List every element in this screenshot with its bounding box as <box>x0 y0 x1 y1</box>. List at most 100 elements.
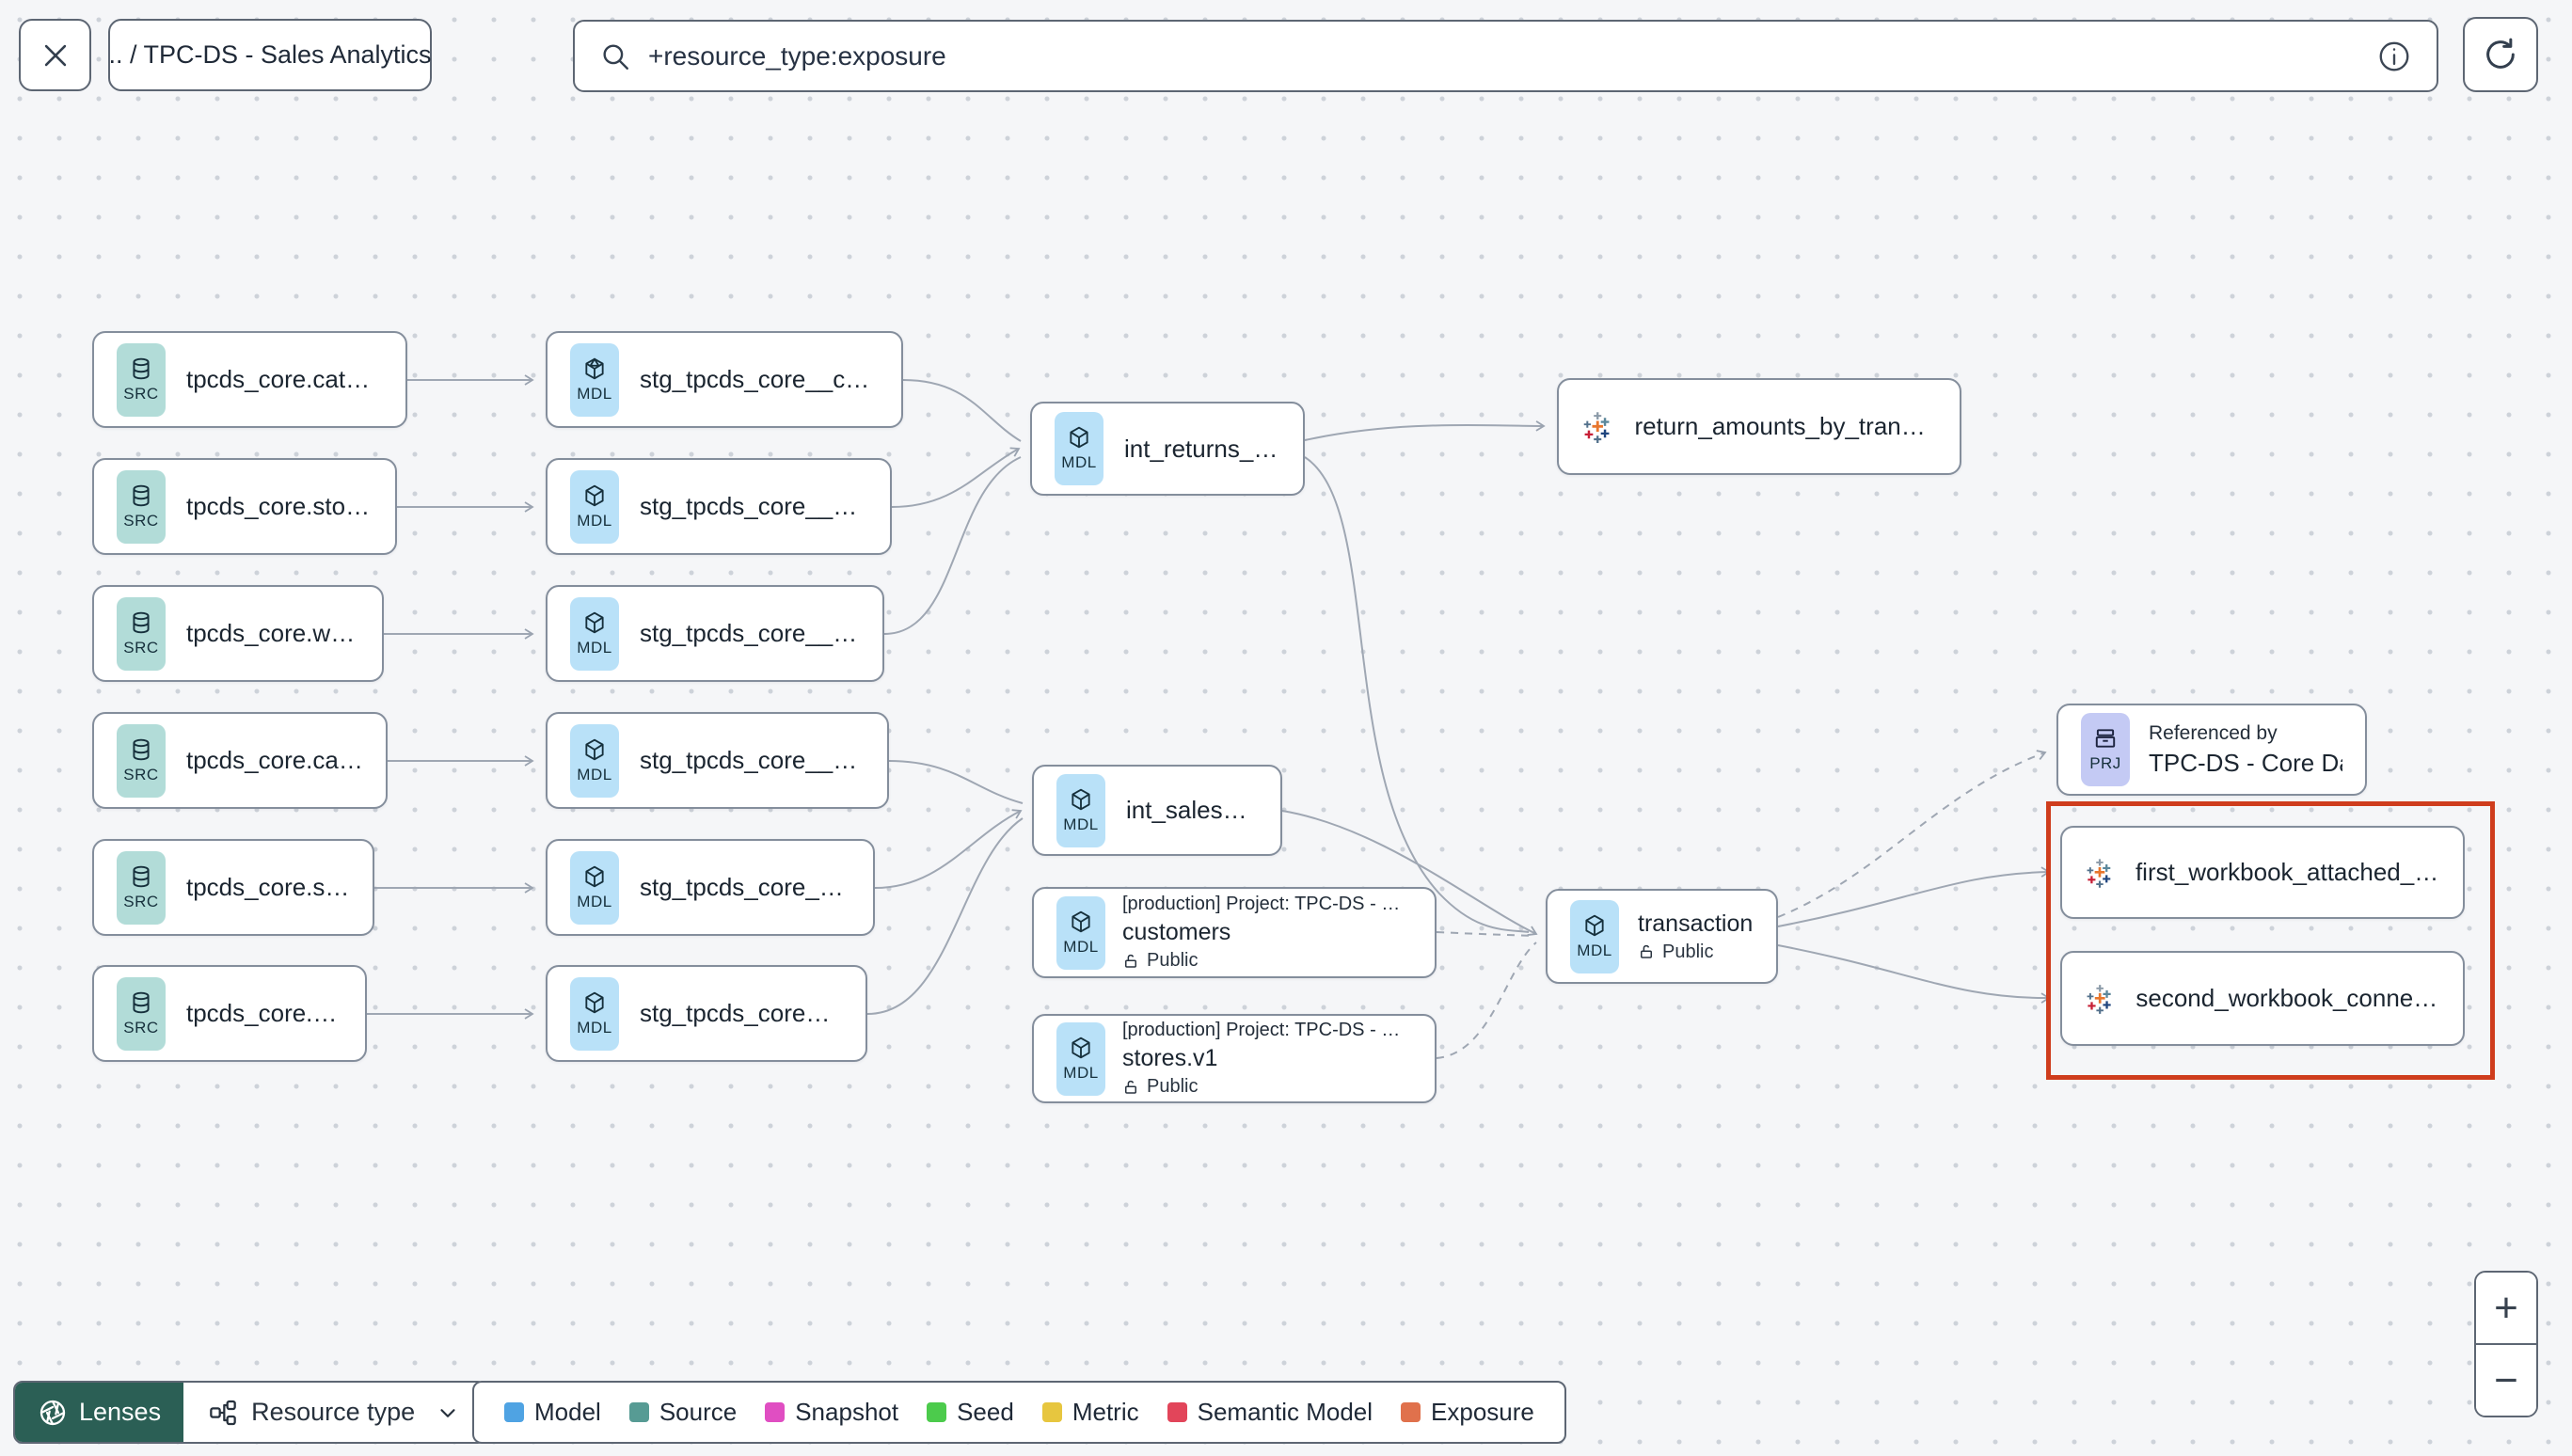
model-badge: MDL <box>1056 1021 1105 1096</box>
model-badge: MDL <box>570 469 619 544</box>
breadcrumb-label: .. / TPC-DS - Sales Analytics <box>108 40 432 69</box>
model-swatch <box>504 1402 524 1422</box>
model-badge: MDL <box>570 850 619 925</box>
node-stg-web-sales[interactable]: MDL stg_tpcds_core__web_sales <box>546 965 867 1062</box>
access-level: Public <box>1638 942 1754 963</box>
cube-icon <box>585 865 604 887</box>
cube-icon <box>1585 914 1604 936</box>
source-swatch <box>628 1402 649 1422</box>
node-stg-catalog-returns[interactable]: MDL stg_tpcds_core__catalog_returns <box>546 331 903 428</box>
node-label: int_sales__unioned <box>1126 796 1258 824</box>
node-label: int_returns__unioned <box>1124 434 1280 463</box>
breadcrumb[interactable]: .. / TPC-DS - Sales Analytics <box>108 19 432 91</box>
zoom-in-button[interactable]: + <box>2476 1273 2536 1343</box>
legend-item-snapshot: Snapshot <box>765 1398 898 1427</box>
unlock-icon <box>1125 954 1136 968</box>
project-badge: PRJ <box>2081 713 2130 786</box>
node-customers[interactable]: MDL [production] Project: TPC-DS - Core … <box>1032 887 1437 978</box>
node-stg-store-sales[interactable]: MDL stg_tpcds_core__store_sales <box>546 839 875 936</box>
node-label: transactions <box>1638 910 1754 937</box>
database-icon <box>133 611 150 633</box>
node-label: tpcds_core.store_sales <box>186 873 350 901</box>
cube-icon <box>585 738 604 760</box>
info-icon[interactable] <box>2376 39 2412 74</box>
database-icon <box>133 738 150 760</box>
cube-icon <box>1072 788 1090 810</box>
node-label: second_workbook_connected_to_live… <box>2135 984 2440 1012</box>
cube-icon <box>585 357 604 379</box>
lenses-toolbar: Lenses Resource type <box>13 1381 487 1444</box>
node-source-store-returns[interactable]: SRC tpcds_core.store_returns <box>92 458 397 555</box>
node-int-returns-unioned[interactable]: MDL int_returns__unioned <box>1030 402 1305 496</box>
model-badge: MDL <box>1056 773 1105 847</box>
legend-item-source: Source <box>628 1398 737 1427</box>
referenced-by-project-name: TPC-DS - Core Data Models <box>2149 748 2342 777</box>
legend-item-semantic-model: Semantic Model <box>1167 1398 1373 1427</box>
refresh-button[interactable] <box>2463 17 2538 92</box>
node-source-catalog-returns[interactable]: SRC tpcds_core.catalog_returns <box>92 331 407 428</box>
legend-item-metric: Metric <box>1041 1398 1139 1427</box>
legend-item-seed: Seed <box>927 1398 1014 1427</box>
node-exposure-first-workbook[interactable]: first_workbook_attached_to_tpc-ds_-_… <box>2060 826 2465 919</box>
tableau-icon <box>2087 858 2111 888</box>
database-icon <box>133 991 150 1013</box>
legend-item-model: Model <box>504 1398 601 1427</box>
node-label: stg_tpcds_core__web_returns <box>640 619 860 647</box>
node-int-sales-unioned[interactable]: MDL int_sales__unioned <box>1032 765 1282 856</box>
tableau-icon <box>2087 984 2111 1014</box>
zoom-out-button[interactable]: − <box>2476 1343 2536 1416</box>
cube-icon <box>1072 1037 1090 1058</box>
model-badge: MDL <box>570 976 619 1051</box>
exposure-swatch <box>1401 1402 1421 1422</box>
chevron-down-icon <box>440 1408 455 1417</box>
model-badge: MDL <box>570 596 619 671</box>
referenced-by-title: Referenced by <box>2149 721 2278 744</box>
unlock-icon <box>1641 944 1652 958</box>
node-source-web-sales[interactable]: SRC tpcds_core.web_sales <box>92 965 367 1062</box>
node-label: stg_tpcds_core__catalog_sales <box>640 746 865 774</box>
search-bar[interactable] <box>573 20 2438 92</box>
legend-item-exposure: Exposure <box>1401 1398 1534 1427</box>
node-label: tpcds_core.web_sales <box>186 999 342 1027</box>
source-badge: SRC <box>117 342 166 417</box>
project-context: [production] Project: TPC-DS - Core Data… <box>1122 1020 1412 1040</box>
source-badge: SRC <box>117 469 166 544</box>
node-label: tpcds_core.store_returns <box>186 492 373 520</box>
resource-type-legend: Model Source Snapshot Seed Metric Semant… <box>472 1381 1566 1444</box>
search-input[interactable] <box>648 40 2359 71</box>
node-stores-v1[interactable]: MDL [production] Project: TPC-DS - Core … <box>1032 1014 1437 1103</box>
node-source-web-returns[interactable]: SRC tpcds_core.web_returns <box>92 585 384 682</box>
aperture-icon <box>40 1400 66 1425</box>
node-label: customers <box>1122 919 1231 945</box>
node-referenced-by-project[interactable]: PRJ Referenced by TPC-DS - Core Data Mod… <box>2056 704 2367 796</box>
resource-type-dropdown[interactable]: Resource type <box>183 1383 485 1442</box>
node-source-store-sales[interactable]: SRC tpcds_core.store_sales <box>92 839 374 936</box>
node-stg-store-returns[interactable]: MDL stg_tpcds_core__store_returns <box>546 458 892 555</box>
cube-icon <box>585 611 604 633</box>
node-label: stg_tpcds_core__web_sales <box>640 999 843 1027</box>
node-exposure-return-amounts[interactable]: return_amounts_by_transaction_type <box>1557 378 1961 475</box>
unlock-icon <box>1125 1080 1136 1094</box>
access-level: Public <box>1122 1076 1412 1098</box>
database-icon <box>133 865 150 887</box>
node-label: stores.v1 <box>1122 1045 1218 1071</box>
source-badge: SRC <box>117 976 166 1051</box>
cube-icon <box>585 484 604 506</box>
node-stg-web-returns[interactable]: MDL stg_tpcds_core__web_returns <box>546 585 884 682</box>
source-badge: SRC <box>117 850 166 925</box>
snapshot-swatch <box>765 1402 786 1422</box>
refresh-icon <box>2486 38 2515 69</box>
model-badge: MDL <box>570 342 619 417</box>
database-icon <box>133 357 150 379</box>
model-badge: MDL <box>570 723 619 798</box>
source-badge: SRC <box>117 596 166 671</box>
node-transactions[interactable]: MDL transactions Public <box>1546 889 1778 984</box>
lenses-button[interactable]: Lenses <box>15 1383 184 1442</box>
node-source-catalog-sales[interactable]: SRC tpcds_core.catalog_sales <box>92 712 388 809</box>
close-button[interactable] <box>19 19 91 91</box>
model-badge: MDL <box>1055 412 1103 485</box>
selection-highlight <box>2046 801 2495 1080</box>
node-stg-catalog-sales[interactable]: MDL stg_tpcds_core__catalog_sales <box>546 712 889 809</box>
node-exposure-second-workbook[interactable]: second_workbook_connected_to_live… <box>2060 951 2465 1046</box>
